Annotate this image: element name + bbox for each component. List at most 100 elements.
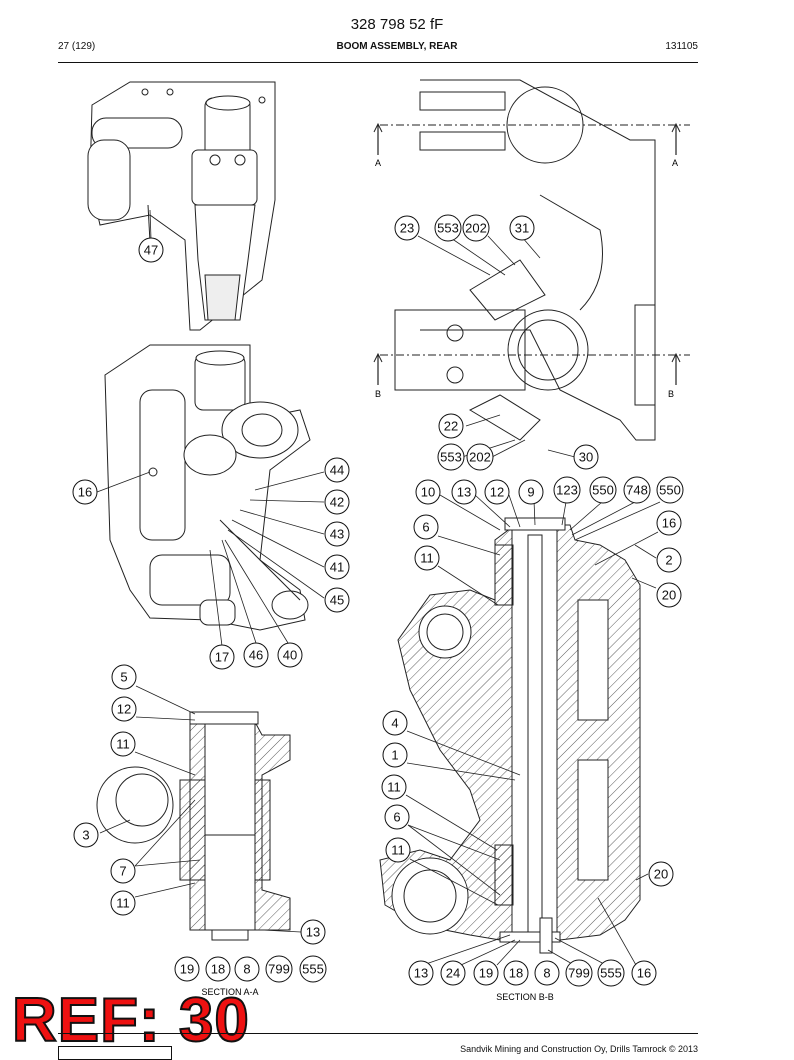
callout-9: 9 bbox=[518, 479, 544, 505]
callout-16: 16 bbox=[631, 960, 657, 986]
callout-circle bbox=[408, 960, 434, 986]
callout-202: 202 bbox=[466, 443, 494, 471]
callout-10: 10 bbox=[415, 479, 441, 505]
callout-circle bbox=[484, 479, 510, 505]
callout-circle bbox=[277, 642, 303, 668]
callout-label: 9 bbox=[527, 485, 534, 500]
callout-circle bbox=[384, 804, 410, 830]
callout-circle bbox=[72, 479, 98, 505]
callout-20: 20 bbox=[648, 861, 674, 887]
cut-label-b-right: B bbox=[668, 389, 674, 399]
callout-19: 19 bbox=[473, 960, 499, 986]
callout-label: 555 bbox=[302, 962, 324, 977]
callout-555: 555 bbox=[597, 959, 625, 987]
callout-circle bbox=[413, 514, 439, 540]
callout-label: 18 bbox=[211, 962, 225, 977]
callout-label: 748 bbox=[626, 483, 648, 498]
callout-label: 46 bbox=[249, 648, 263, 663]
callout-label: 12 bbox=[117, 702, 131, 717]
callout-label: 23 bbox=[400, 221, 414, 236]
callout-202: 202 bbox=[462, 214, 490, 242]
callout-circle bbox=[111, 664, 137, 690]
callout-16: 16 bbox=[656, 510, 682, 536]
callout-circle bbox=[394, 215, 420, 241]
callout-799: 799 bbox=[265, 955, 293, 983]
callout-circle bbox=[324, 489, 350, 515]
callout-circle bbox=[462, 214, 490, 242]
callout-19: 19 bbox=[174, 956, 200, 982]
callout-label: 16 bbox=[78, 485, 92, 500]
callout-label: 12 bbox=[490, 485, 504, 500]
callout-label: 6 bbox=[393, 810, 400, 825]
callout-label: 799 bbox=[568, 966, 590, 981]
callout-label: 18 bbox=[509, 966, 523, 981]
callout-circle bbox=[265, 955, 293, 983]
section-b-b-title: SECTION B-B bbox=[496, 992, 554, 1002]
callout-circle bbox=[382, 742, 408, 768]
cut-label-b-left: B bbox=[375, 389, 381, 399]
callout-label: 4 bbox=[391, 716, 398, 731]
callout-41: 41 bbox=[324, 554, 350, 580]
callout-circle bbox=[589, 476, 617, 504]
callout-label: 11 bbox=[387, 780, 401, 795]
footer-copyright: Sandvik Mining and Construction Oy, Dril… bbox=[460, 1044, 698, 1054]
callout-circle bbox=[434, 214, 462, 242]
callout-label: 13 bbox=[457, 485, 471, 500]
callout-2: 2 bbox=[656, 547, 682, 573]
callout-label: 11 bbox=[420, 551, 434, 566]
callout-label: 47 bbox=[144, 243, 158, 258]
callout-circle bbox=[243, 642, 269, 668]
callout-6: 6 bbox=[413, 514, 439, 540]
callout-22: 22 bbox=[438, 413, 464, 439]
callout-label: 550 bbox=[592, 483, 614, 498]
callout-1: 1 bbox=[382, 742, 408, 768]
callout-123: 123 bbox=[553, 476, 581, 504]
callout-circle bbox=[381, 774, 407, 800]
callout-circle bbox=[324, 587, 350, 613]
callout-553: 553 bbox=[437, 443, 465, 471]
callout-11: 11 bbox=[414, 545, 440, 571]
footer-rule bbox=[58, 1033, 698, 1034]
callout-6: 6 bbox=[384, 804, 410, 830]
callout-11: 11 bbox=[110, 731, 136, 757]
callout-31: 31 bbox=[509, 215, 535, 241]
callout-label: 20 bbox=[662, 588, 676, 603]
callout-label: 24 bbox=[446, 966, 460, 981]
callout-799: 799 bbox=[565, 959, 593, 987]
callout-label: 13 bbox=[414, 966, 428, 981]
callout-label: 30 bbox=[579, 450, 593, 465]
callout-44: 44 bbox=[324, 457, 350, 483]
callout-label: 22 bbox=[444, 419, 458, 434]
callout-circle bbox=[466, 443, 494, 471]
callout-circle bbox=[656, 510, 682, 536]
ref-stamp: REF: 30 bbox=[11, 985, 250, 1056]
callout-circle bbox=[415, 479, 441, 505]
sandvik-logo bbox=[58, 1046, 172, 1060]
callout-label: 5 bbox=[120, 670, 127, 685]
callout-label: 7 bbox=[119, 864, 126, 879]
callout-circle bbox=[110, 890, 136, 916]
iso-view-lower bbox=[104, 344, 311, 631]
callout-13: 13 bbox=[408, 960, 434, 986]
callout-circle bbox=[209, 644, 235, 670]
callout-4: 4 bbox=[382, 710, 408, 736]
callout-40: 40 bbox=[277, 642, 303, 668]
section-a-a bbox=[96, 711, 291, 941]
callout-13: 13 bbox=[451, 479, 477, 505]
cut-label-a-right: A bbox=[672, 158, 678, 168]
callout-18: 18 bbox=[503, 960, 529, 986]
callout-circle bbox=[205, 956, 231, 982]
callout-circle bbox=[234, 956, 260, 982]
callout-label: 16 bbox=[637, 966, 651, 981]
callout-circle bbox=[110, 858, 136, 884]
callout-label: 555 bbox=[600, 966, 622, 981]
callout-label: 17 bbox=[215, 650, 229, 665]
callout-circle bbox=[324, 457, 350, 483]
callout-circle bbox=[437, 443, 465, 471]
callout-11: 11 bbox=[385, 837, 411, 863]
side-view-upper bbox=[373, 79, 690, 441]
callout-label: 10 bbox=[421, 485, 435, 500]
callout-circle bbox=[382, 710, 408, 736]
callout-label: 3 bbox=[82, 828, 89, 843]
